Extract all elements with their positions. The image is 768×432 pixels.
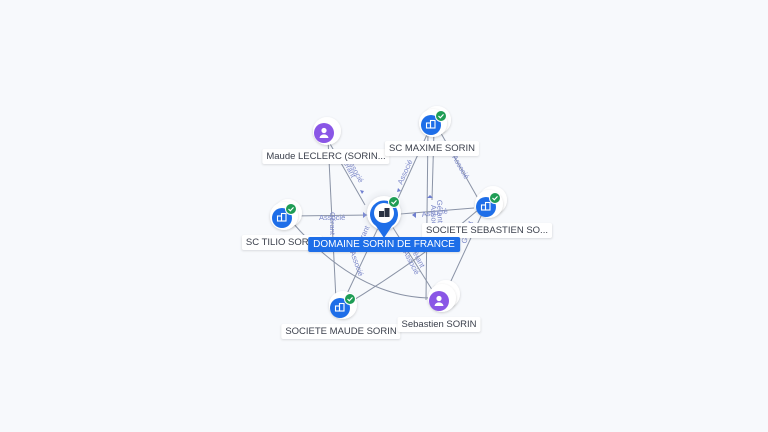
node-sebastien[interactable]	[428, 280, 460, 312]
building-icon	[276, 212, 287, 222]
node-label-sc-tilio[interactable]: SC TILIO SORIN	[241, 235, 323, 250]
check-icon	[492, 195, 498, 201]
arrow-marker	[427, 195, 433, 198]
verified-badge	[435, 110, 447, 122]
edge-label-associe: Associé	[396, 158, 415, 186]
center-node-label[interactable]: DOMAINE SORIN DE FRANCE	[308, 237, 460, 252]
node-sc-maxime[interactable]	[419, 106, 451, 137]
node-label-sc-maxime[interactable]: SC MAXIME SORIN	[384, 141, 480, 156]
edge-label-associe: Associé	[319, 213, 345, 222]
arrow-marker	[360, 190, 364, 194]
building-icon	[480, 201, 491, 211]
node-maude-leclerc[interactable]	[313, 117, 341, 145]
node-ste-sebastien[interactable]	[475, 186, 507, 218]
edge-ste-sebastien-center	[399, 207, 475, 215]
edge-sc-maxime-ste-sebastien	[437, 127, 481, 203]
edge-label-gerant: Gérant	[328, 212, 337, 236]
edge-sc-maxime-sebastien	[425, 129, 429, 301]
check-icon	[391, 199, 397, 205]
node-sc-tilio[interactable]	[270, 199, 302, 230]
verified-badge	[489, 192, 501, 204]
node-label-maude-leclerc[interactable]: Maude LECLERC (SORIN...	[262, 149, 390, 164]
edge-maude-leclerc-center	[324, 134, 366, 206]
edge-label-associe: Associé	[421, 206, 448, 219]
edge-label-gerant: Gérant	[435, 200, 445, 224]
edge-label-associe: Associé	[450, 154, 471, 181]
check-icon	[438, 113, 444, 119]
verified-badge	[285, 203, 297, 215]
arrow-marker	[412, 212, 416, 218]
edge-maude-leclerc-ste-maude	[327, 139, 337, 301]
edge-ste-sebastien-ste-maude	[343, 209, 479, 307]
check-icon	[347, 296, 353, 302]
building-icon	[334, 302, 345, 312]
center-node[interactable]	[360, 189, 408, 238]
person-icon	[434, 295, 444, 306]
edge-sc-tilio-center	[291, 214, 371, 217]
node-ste-maude[interactable]	[329, 291, 357, 319]
node-label-sebastien[interactable]: Sebastien SORIN	[397, 317, 481, 332]
person-icon	[319, 127, 329, 138]
check-icon	[288, 206, 294, 212]
verified-badge	[388, 196, 400, 208]
verified-badge	[344, 293, 356, 305]
building-icon	[379, 208, 390, 217]
edge-sc-maxime-center	[394, 127, 431, 206]
arrow-marker	[397, 188, 401, 192]
edge-label-associe: Associé	[429, 205, 439, 232]
node-label-ste-maude[interactable]: SOCIETE MAUDE SORIN	[281, 324, 401, 339]
node-label-ste-sebastien[interactable]: SOCIETE SEBASTIEN SO...	[422, 223, 552, 238]
building-icon	[425, 119, 436, 129]
